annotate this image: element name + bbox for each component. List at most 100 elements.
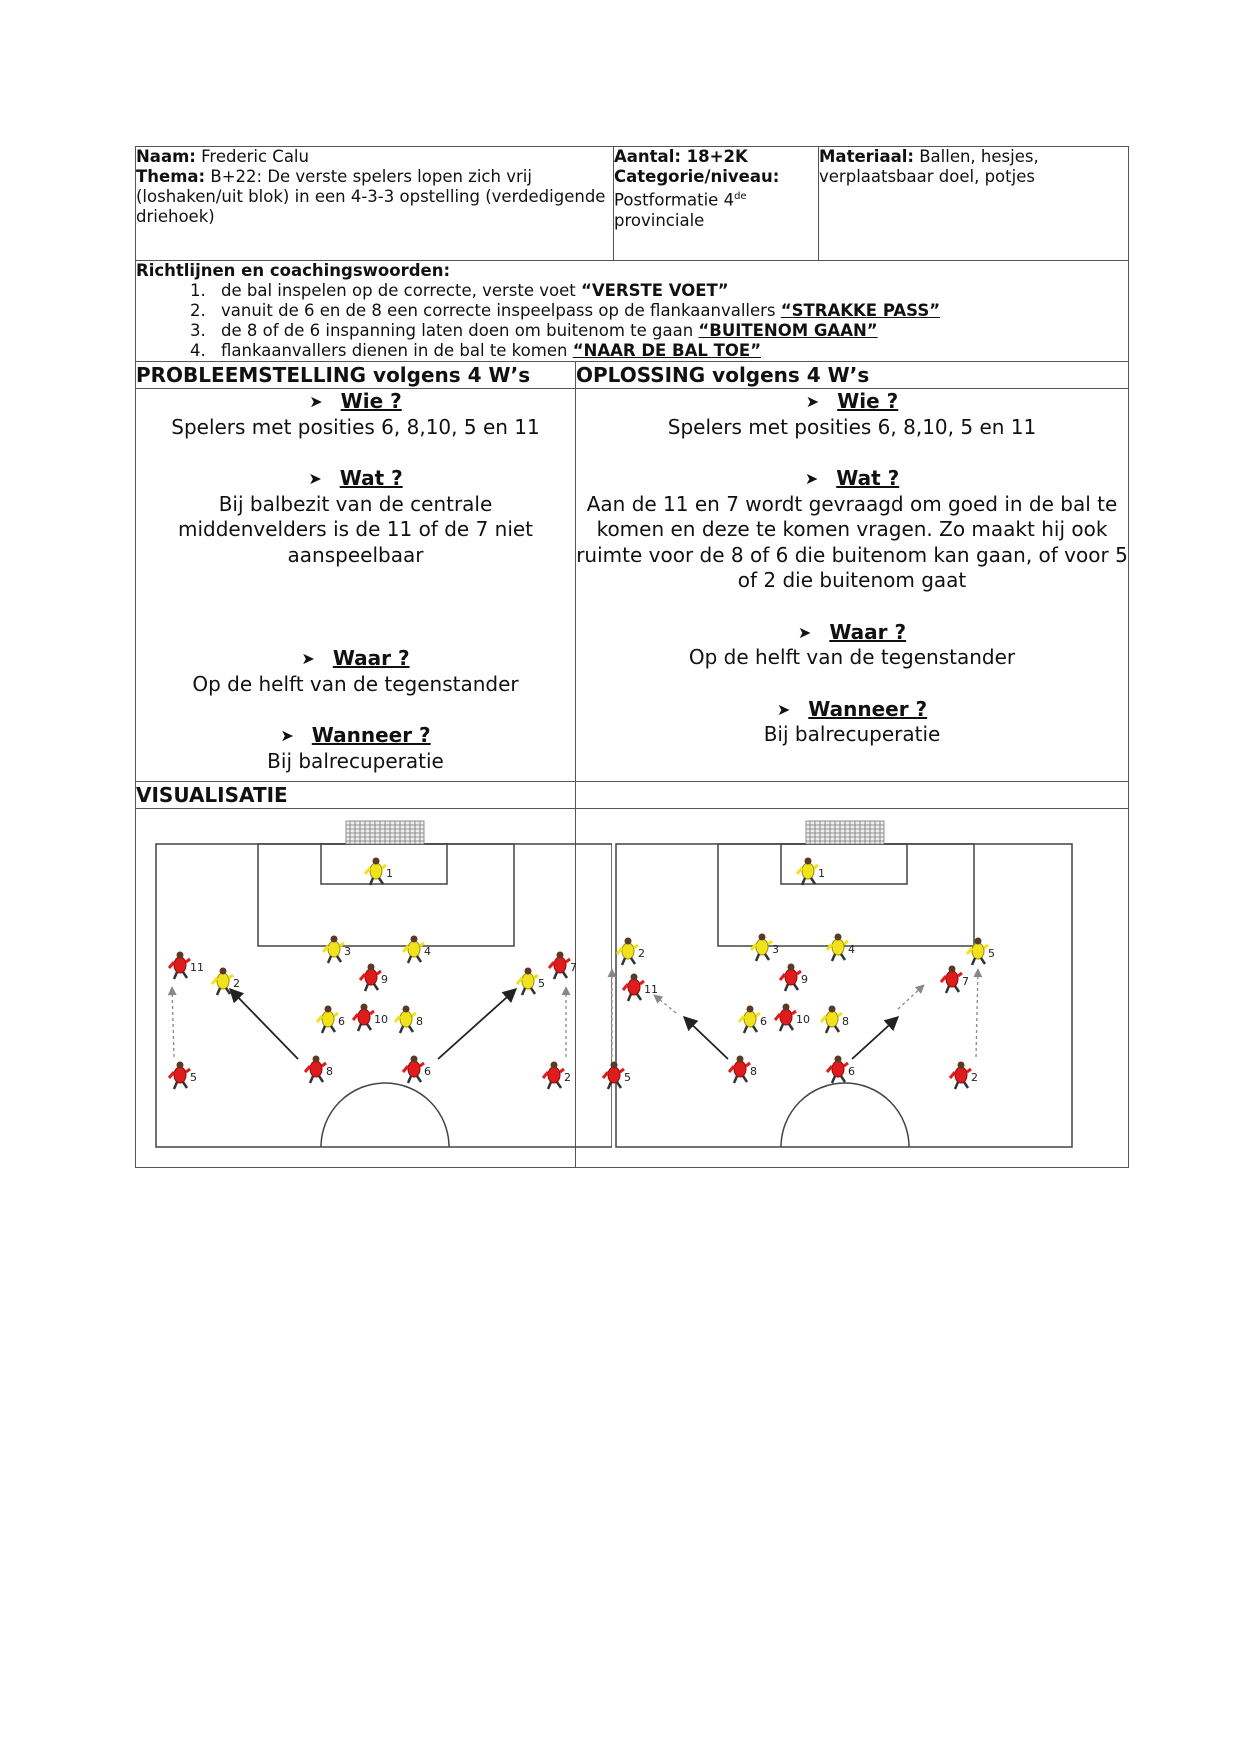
solution-ws-cell: ➤Wie ? Spelers met posities 6, 8,10, 5 e…: [574, 388, 1130, 782]
guideline-item: de 8 of de 6 inspanning laten doen om bu…: [211, 321, 1128, 341]
player-head: [324, 1005, 332, 1013]
wanneer-answer: Bij balrecuperatie: [267, 748, 444, 773]
player-head: [828, 1005, 836, 1013]
player-number: 6: [760, 1015, 767, 1028]
run-arrow: [167, 986, 177, 1058]
red-player-5: 5: [167, 1061, 197, 1090]
wie-question: ➤Wie ?: [805, 389, 899, 413]
thema-line: Thema: B+22: De verste spelers lopen zic…: [136, 167, 606, 226]
player-number: 8: [750, 1065, 757, 1078]
player-head: [834, 933, 842, 941]
player-number: 10: [374, 1013, 388, 1026]
player-body: [801, 862, 815, 880]
player-head: [736, 1055, 744, 1063]
player-body: [321, 1010, 335, 1028]
player-head: [550, 1061, 558, 1069]
goal-area: [320, 843, 448, 885]
player-body: [621, 942, 635, 960]
player-body: [825, 1010, 839, 1028]
player-head: [219, 967, 227, 975]
waar-answer: Op de helft van de tegenstander: [192, 671, 519, 696]
wanneer-question: ➤Wanneer ?: [776, 696, 928, 721]
yellow-player-6: 6: [315, 1005, 345, 1034]
player-number: 5: [538, 977, 545, 990]
wat-question: ➤Wat ?: [804, 466, 900, 490]
yellow-player-1: 1: [795, 857, 825, 886]
wanneer-answer: Bij balrecuperatie: [763, 722, 941, 746]
player-number: 2: [564, 1071, 571, 1084]
yellow-player-3: 3: [321, 935, 351, 964]
player-body: [364, 968, 378, 986]
guideline-item: flankaanvallers dienen in de bal te kome…: [211, 341, 1128, 361]
player-head: [410, 1055, 418, 1063]
yellow-player-6: 6: [737, 1005, 767, 1034]
problem-title: PROBLEEMSTELLING volgens 4 W’s: [135, 361, 576, 389]
player-body: [831, 1060, 845, 1078]
player-body: [407, 1060, 421, 1078]
player-head: [330, 935, 338, 943]
yellow-player-3: 3: [749, 933, 779, 962]
guideline-item: de bal inspelen op de correcte, verste v…: [211, 281, 1128, 301]
red-player-11: 11: [621, 973, 658, 1002]
wat-answer: Bij balbezit van de centrale middenvelde…: [177, 491, 534, 567]
red-player-10: 10: [773, 1003, 810, 1032]
yellow-player-5: 5: [965, 937, 995, 966]
goal-net: [345, 820, 425, 845]
goal-area: [780, 843, 908, 885]
player-head: [360, 1003, 368, 1011]
player-number: 6: [848, 1065, 855, 1078]
categorie-label: Categorie/niveau:: [614, 167, 780, 186]
player-body: [173, 1066, 187, 1084]
visualisatie-title: VISUALISATIE: [135, 781, 576, 809]
player-number: 3: [772, 943, 779, 956]
materiaal-cell: Materiaal: Ballen, hesjes, verplaatsbaar…: [818, 146, 1130, 261]
pass-arrow: [851, 1016, 900, 1060]
player-head: [948, 965, 956, 973]
bullet-arrow-icon: ➤: [280, 726, 294, 745]
goal-net: [805, 820, 885, 845]
pitch-lines: [155, 843, 612, 1148]
yellow-player-5: 5: [515, 967, 545, 996]
player-number: 5: [988, 947, 995, 960]
yellow-player-2: 2: [615, 937, 645, 966]
naam-line: Naam: Frederic Calu: [136, 147, 309, 166]
player-head: [312, 1055, 320, 1063]
red-player-6: 6: [825, 1055, 855, 1084]
red-player-9: 9: [778, 963, 808, 992]
player-body: [216, 972, 230, 990]
wie-question: ➤Wie ?: [309, 389, 402, 413]
run-arrow: [653, 994, 677, 1014]
player-head: [556, 951, 564, 959]
player-number: 2: [638, 947, 645, 960]
player-body: [357, 1008, 371, 1026]
player-head: [176, 1061, 184, 1069]
center-circle: [780, 1082, 910, 1148]
player-body: [971, 942, 985, 960]
yellow-player-4: 4: [401, 935, 431, 964]
player-body: [521, 972, 535, 990]
yellow-player-8: 8: [393, 1005, 423, 1034]
player-body: [954, 1066, 968, 1084]
red-player-2: 2: [541, 1061, 571, 1090]
player-number: 1: [386, 867, 393, 880]
red-player-8: 8: [727, 1055, 757, 1084]
bullet-arrow-icon: ➤: [797, 622, 812, 642]
wat-question: ➤Wat ?: [308, 466, 403, 490]
waar-answer: Op de helft van de tegenstander: [688, 645, 1016, 669]
waar-question: ➤Waar ?: [301, 646, 410, 670]
player-body: [784, 968, 798, 986]
player-number: 4: [848, 943, 855, 956]
player-head: [402, 1005, 410, 1013]
player-number: 5: [190, 1071, 197, 1084]
player-body: [755, 938, 769, 956]
player-number: 8: [842, 1015, 849, 1028]
bullet-arrow-icon: ➤: [804, 469, 819, 488]
player-body: [831, 938, 845, 956]
player-number: 11: [644, 983, 658, 996]
player-number: 3: [344, 945, 351, 958]
player-body: [743, 1010, 757, 1028]
player-number: 4: [424, 945, 431, 958]
player-head: [746, 1005, 754, 1013]
penalty-area: [257, 843, 515, 947]
